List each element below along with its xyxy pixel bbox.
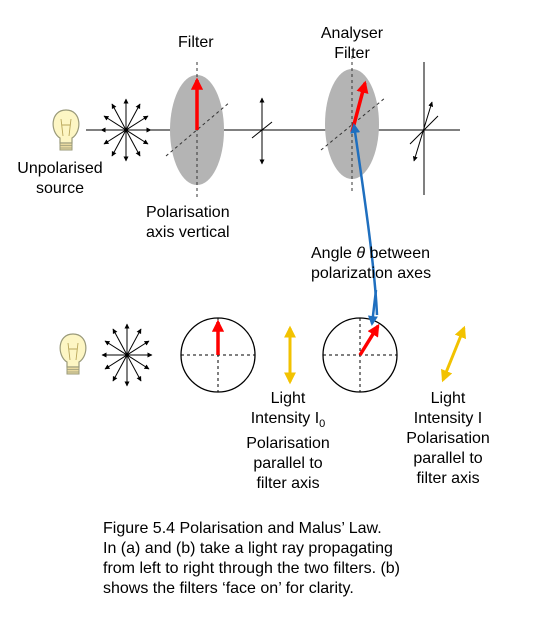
analyser-filter-label: Analyser Filter xyxy=(320,25,384,62)
polarisation-axis-label: Polarisation axis vertical xyxy=(146,204,230,241)
figure-caption: Figure 5.4 Polarisation and Malus’ Law. … xyxy=(103,520,401,597)
light-bulb-icon xyxy=(59,333,87,375)
light-bulb-icon xyxy=(52,109,80,151)
analyser-filter xyxy=(320,56,386,192)
filter-label: Filter xyxy=(178,34,214,51)
light-intensity-i0-label: Light Intensity I0 Polarisation parallel… xyxy=(246,390,330,493)
light-intensity-i-label: Light Intensity I Polarisation parallel … xyxy=(406,390,490,487)
unpolarised-source-label: Unpolarised source xyxy=(17,160,103,197)
transmitted-light-arrow xyxy=(412,101,434,162)
unpolarised-light-star xyxy=(101,323,153,387)
angle-pointer-lower xyxy=(367,289,378,326)
analyser-face-on xyxy=(322,317,398,393)
angle-label: Angle θ between polarization axes xyxy=(311,245,432,282)
polariser-filter xyxy=(165,62,231,198)
polarised-light-arrow-diagonal xyxy=(441,325,466,383)
polariser-face-on xyxy=(180,317,256,393)
analyser-axis-arrow xyxy=(358,323,380,356)
unpolarised-light-star xyxy=(100,98,152,162)
